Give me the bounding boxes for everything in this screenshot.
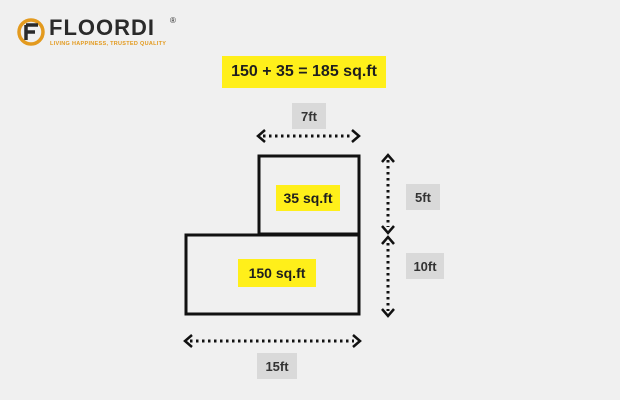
small-room-area-label: 35 sq.ft (276, 185, 340, 211)
large-room-height-label: 10ft (406, 253, 444, 279)
total-area-equation: 150 + 35 = 185 sq.ft (222, 56, 386, 88)
large-room-area-label: 150 sq.ft (238, 259, 316, 287)
small-room-height-label: 5ft (406, 184, 440, 210)
brand-logo: FLOORDI ® LIVING HAPPINESS, TRUSTED QUAL… (16, 14, 196, 50)
large-room-outline (184, 233, 361, 316)
small-room-width-label: 7ft (292, 103, 326, 129)
trademark-symbol: ® (170, 16, 176, 25)
floordi-logo-icon (17, 18, 45, 46)
brand-name: FLOORDI (49, 15, 155, 40)
large-room-width-label: 15ft (257, 353, 297, 379)
bottom-width-arrow (183, 334, 362, 348)
small-height-arrow (381, 153, 395, 235)
brand-tagline: LIVING HAPPINESS, TRUSTED QUALITY (50, 41, 167, 47)
large-height-arrow (381, 235, 395, 318)
top-width-arrow (256, 129, 361, 143)
